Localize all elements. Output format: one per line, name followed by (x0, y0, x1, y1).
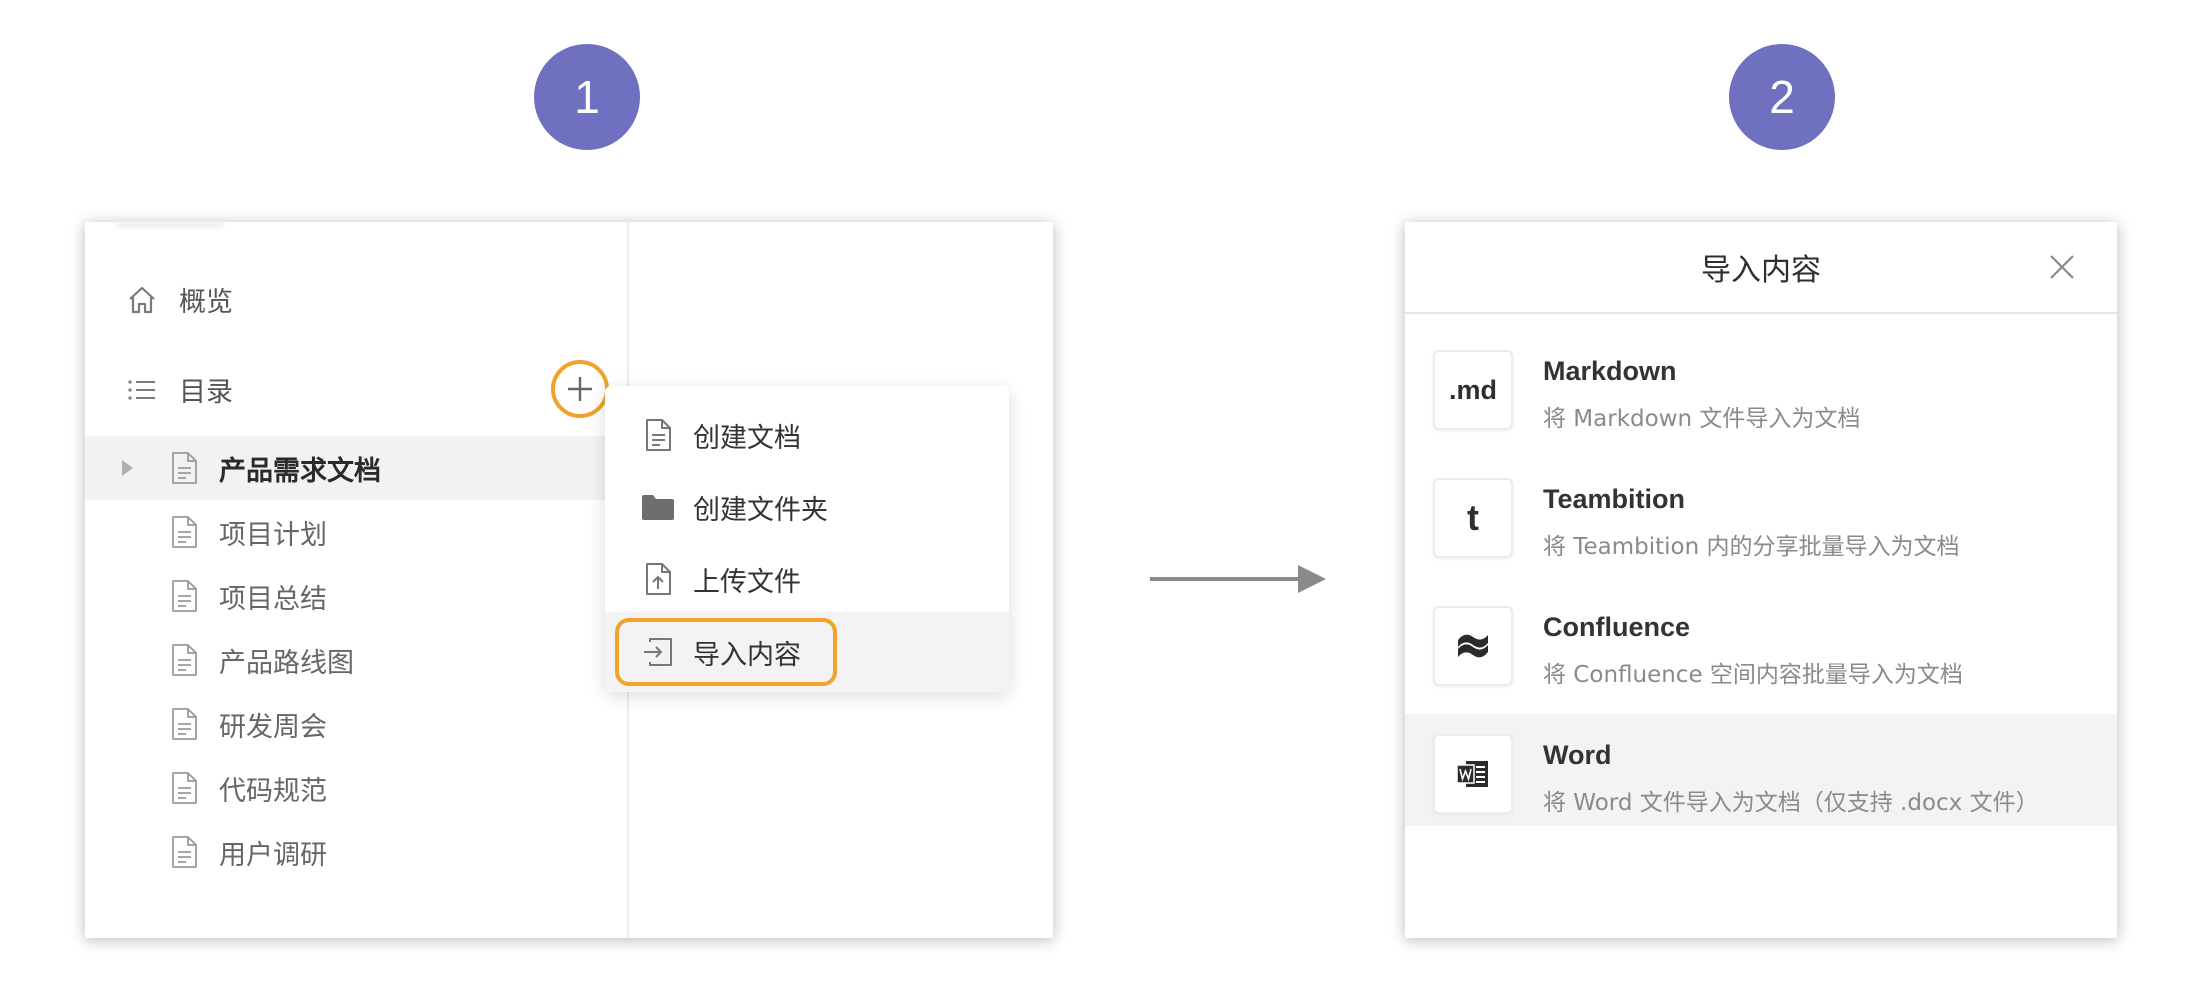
teambition-icon-text: t (1467, 497, 1479, 538)
nav-catalog[interactable]: 目录 (125, 370, 233, 409)
doc-tree: 产品需求文档 项目计划 项目总结 产品路线图 研发周会 (85, 436, 629, 884)
home-icon (129, 286, 155, 313)
document-icon (172, 644, 197, 676)
tree-item[interactable]: 产品需求文档 (85, 436, 629, 500)
top-decoration (115, 222, 225, 228)
teambition-icon: t (1433, 478, 1513, 558)
option-desc: 将 Markdown 文件导入为文档 (1543, 406, 1861, 432)
document-icon (646, 419, 671, 451)
folder-icon (642, 495, 674, 520)
add-button[interactable] (551, 360, 609, 418)
tree-item-label: 用户调研 (219, 839, 327, 871)
option-desc: 将 Word 文件导入为文档（仅支持 .docx 文件） (1543, 790, 2039, 816)
tree-item-label: 项目计划 (219, 519, 327, 551)
close-icon[interactable] (2047, 252, 2077, 282)
menu-item-label: 上传文件 (693, 566, 801, 598)
import-option-teambition[interactable]: t Teambition 将 Teambition 内的分享批量导入为文档 (1405, 458, 2117, 570)
menu-item-create-folder[interactable]: 创建文件夹 (605, 472, 1009, 542)
import-dialog: 导入内容 .md Markdown 将 Markdown 文件导入为文档 t T… (1405, 222, 2117, 938)
dialog-title: 导入内容 (1701, 253, 1821, 288)
document-icon (172, 516, 197, 548)
nav-overview[interactable]: 概览 (125, 280, 233, 319)
import-option-confluence[interactable]: Confluence 将 Confluence 空间内容批量导入为文档 (1405, 586, 2117, 698)
menu-item-label: 导入内容 (693, 639, 801, 671)
option-title: Word (1543, 740, 1612, 770)
tree-item[interactable]: 项目总结 (85, 564, 629, 628)
step-1-badge: 1 (534, 44, 640, 150)
document-icon (172, 580, 197, 612)
workspace-panel: 概览 目录 产品需求文档 (85, 222, 1053, 938)
sidebar: 概览 目录 产品需求文档 (85, 222, 629, 938)
document-icon (172, 772, 197, 804)
word-icon (1433, 734, 1513, 814)
markdown-icon: .md (1433, 350, 1513, 430)
expand-caret-icon[interactable] (122, 460, 133, 476)
create-menu: 创建文档 创建文件夹 上传文件 导入内容 (605, 386, 1009, 692)
step-2-badge: 2 (1729, 44, 1835, 150)
dialog-header: 导入内容 (1405, 222, 2117, 314)
option-desc: 将 Confluence 空间内容批量导入为文档 (1543, 662, 1963, 688)
menu-item-label: 创建文件夹 (693, 494, 828, 526)
menu-item-create-doc[interactable]: 创建文档 (605, 400, 1009, 470)
menu-item-label: 创建文档 (693, 422, 801, 454)
tree-item-label: 代码规范 (219, 775, 327, 807)
import-icon (644, 638, 672, 666)
tree-item-label: 研发周会 (219, 711, 327, 743)
option-title: Markdown (1543, 356, 1677, 386)
tree-item[interactable]: 项目计划 (85, 500, 629, 564)
tree-item[interactable]: 用户调研 (85, 820, 629, 884)
tree-item[interactable]: 研发周会 (85, 692, 629, 756)
tree-item[interactable]: 代码规范 (85, 756, 629, 820)
document-icon (172, 708, 197, 740)
nav-catalog-label: 目录 (179, 377, 233, 408)
option-desc: 将 Teambition 内的分享批量导入为文档 (1543, 534, 1960, 560)
confluence-icon (1433, 606, 1513, 686)
nav-overview-label: 概览 (179, 287, 233, 318)
list-icon (128, 379, 155, 400)
tree-item-label: 产品需求文档 (219, 455, 381, 487)
document-icon (172, 836, 197, 868)
tree-item-label: 产品路线图 (219, 647, 354, 679)
plus-icon (568, 377, 592, 401)
arrow-right-icon (1150, 565, 1326, 593)
import-option-markdown[interactable]: .md Markdown 将 Markdown 文件导入为文档 (1405, 330, 2117, 442)
tree-item[interactable]: 产品路线图 (85, 628, 629, 692)
import-option-word[interactable]: Word 将 Word 文件导入为文档（仅支持 .docx 文件） (1405, 714, 2117, 826)
highlight-box (615, 618, 837, 686)
menu-item-import[interactable]: 导入内容 (605, 612, 1009, 692)
option-title: Confluence (1543, 612, 1691, 642)
markdown-icon-text: .md (1448, 374, 1497, 405)
option-title: Teambition (1543, 484, 1686, 514)
menu-item-upload[interactable]: 上传文件 (605, 544, 1009, 614)
upload-icon (646, 563, 671, 595)
tree-item-label: 项目总结 (219, 583, 327, 615)
document-icon (172, 452, 197, 484)
